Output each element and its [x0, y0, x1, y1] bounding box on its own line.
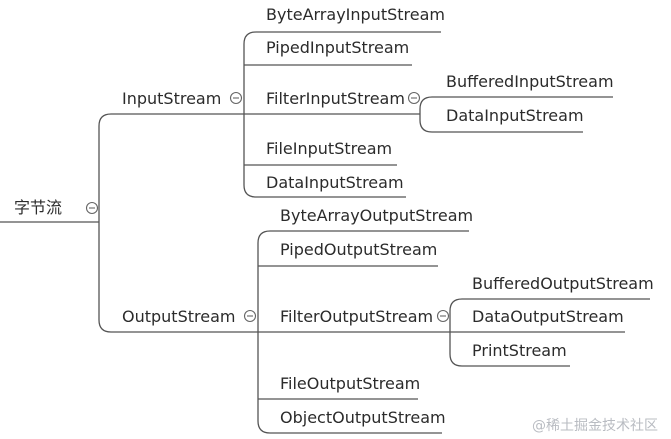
input-child-node[interactable]: DataInputStream — [266, 173, 404, 192]
inputstream-node-label[interactable]: InputStream — [122, 89, 222, 108]
minus-circle-icon[interactable] — [229, 91, 243, 105]
output-child-node[interactable]: ByteArrayOutputStream — [280, 206, 474, 225]
filter-input-child-node[interactable]: BufferedInputStream — [446, 72, 614, 91]
minus-circle-icon[interactable] — [243, 309, 257, 323]
minus-circle-icon[interactable] — [407, 91, 421, 105]
root-node-label[interactable]: 字节流 — [14, 198, 63, 217]
output-child-node[interactable]: FilterOutputStream — [280, 307, 434, 326]
input-child-node[interactable]: FilterInputStream — [266, 89, 405, 108]
filter-output-child-node[interactable]: DataOutputStream — [472, 307, 624, 326]
minus-circle-icon[interactable] — [85, 201, 99, 215]
minus-circle-icon[interactable] — [436, 309, 450, 323]
filter-input-child-node[interactable]: DataInputStream — [446, 106, 584, 125]
input-child-node[interactable]: ByteArrayInputStream — [266, 5, 445, 24]
filter-output-child-node[interactable]: BufferedOutputStream — [472, 274, 654, 293]
output-child-node[interactable]: ObjectOutputStream — [280, 408, 446, 427]
watermark: @稀土掘金技术社区 — [532, 418, 658, 434]
filter-output-child-node[interactable]: PrintStream — [472, 341, 567, 360]
output-child-node[interactable]: PipedOutputStream — [280, 240, 438, 259]
outputstream-node-label[interactable]: OutputStream — [122, 307, 236, 326]
input-child-node[interactable]: FileInputStream — [266, 139, 393, 158]
input-child-node[interactable]: PipedInputStream — [266, 38, 410, 57]
output-child-node[interactable]: FileOutputStream — [280, 374, 421, 393]
